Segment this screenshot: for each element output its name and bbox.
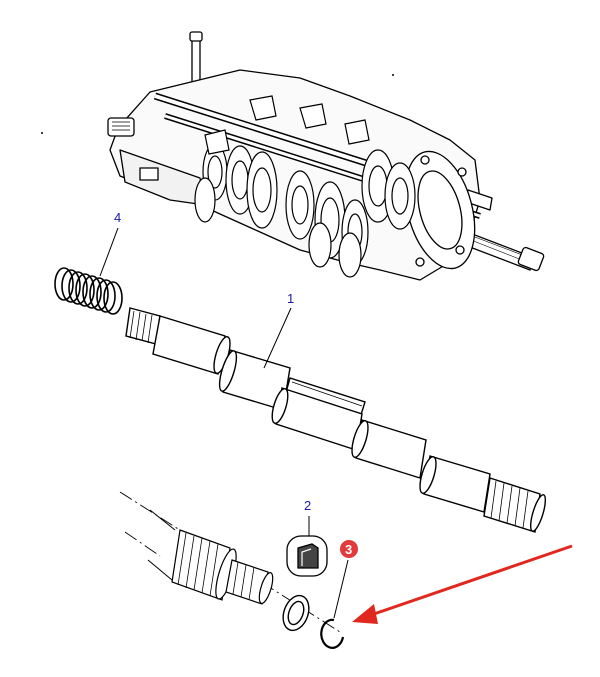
- stray-dot: [392, 74, 394, 76]
- leader-line-3: [333, 559, 349, 619]
- pointer-arrow: [352, 544, 573, 624]
- section-detail-inset: [286, 535, 328, 577]
- leader-line-4: [99, 227, 119, 277]
- gearbox-gears: [194, 95, 416, 278]
- leader-line-1: [263, 307, 292, 369]
- callout-label-3: 3: [345, 542, 352, 557]
- callout-badge-3: [340, 540, 358, 558]
- snap-ring-part-3: [320, 618, 345, 649]
- lower-shaft-detail: [119, 491, 341, 633]
- callout-label-2: 2: [304, 498, 311, 513]
- washer-part-2: [282, 594, 310, 632]
- callout-label-1: 1: [287, 291, 294, 306]
- callout-label-4: 4: [114, 210, 121, 225]
- stray-dot: [41, 132, 43, 134]
- main-shaft-part-1: [125, 307, 547, 533]
- spring-part-4: [54, 267, 123, 315]
